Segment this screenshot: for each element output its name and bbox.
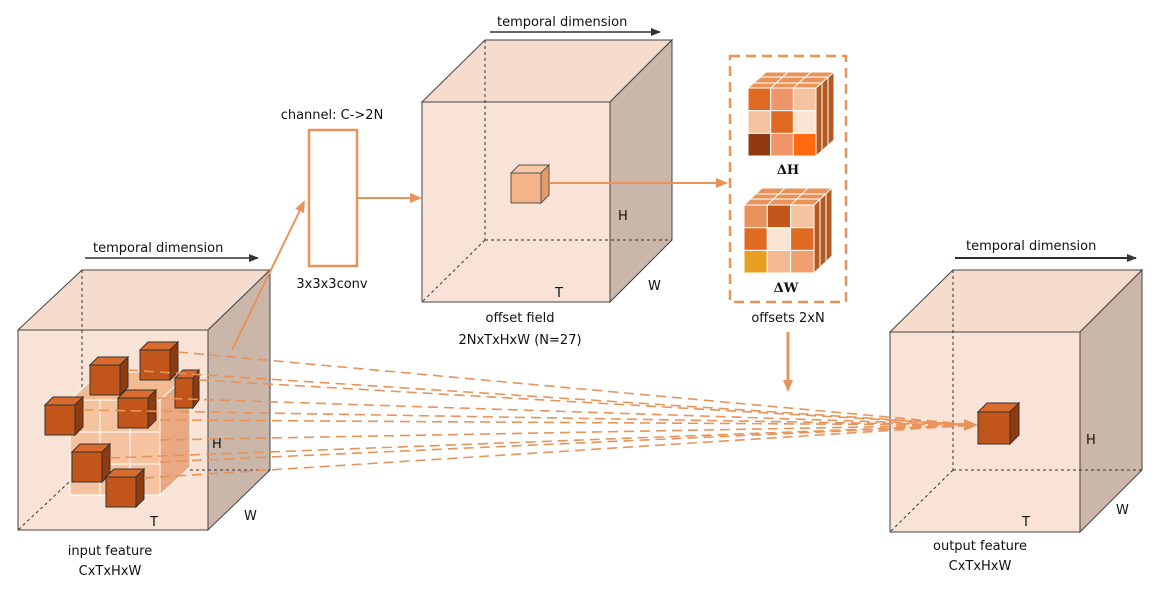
offsets-label: offsets 2xN <box>751 311 824 326</box>
offset-temporal-label: temporal dimension <box>497 15 627 30</box>
sampling-lines <box>82 351 976 479</box>
output-feature-label: output feature <box>933 539 1027 554</box>
output-cube <box>976 401 1021 446</box>
offset-h-label: H <box>618 209 628 224</box>
output-temporal-label: temporal dimension <box>966 239 1096 254</box>
conv-channel-label: channel: C->2N <box>281 108 384 123</box>
conv-box <box>307 128 359 268</box>
delta-w-label: ΔW <box>774 281 799 296</box>
input-w-label: W <box>244 509 257 524</box>
sample-cube-5 <box>70 442 112 484</box>
input-to-conv-arrow <box>231 200 305 351</box>
delta-w-cube <box>742 186 834 275</box>
sample-cube-4 <box>116 388 158 430</box>
sample-cube-6 <box>104 467 146 509</box>
input-sampled-cubes <box>43 340 200 509</box>
sample-cube-1 <box>138 340 180 382</box>
offset-w-label: W <box>648 279 661 294</box>
offset-field-small-cube <box>509 163 551 205</box>
offset-field-shape: 2NxTxHxW (N=27) <box>458 333 581 348</box>
output-feature-shape: CxTxHxW <box>949 559 1012 574</box>
output-w-label: W <box>1116 503 1129 518</box>
delta-h-cube <box>746 70 836 158</box>
conv-kernel-label: 3x3x3conv <box>296 277 368 292</box>
output-h-label: H <box>1086 433 1096 448</box>
delta-h-label: ΔH <box>777 163 799 178</box>
output-t-label: T <box>1021 515 1030 530</box>
offset-field-label: offset field <box>486 311 555 326</box>
input-feature-shape: CxTxHxW <box>79 564 142 579</box>
input-feature-label: input feature <box>68 544 153 559</box>
offset-t-label: T <box>554 286 563 301</box>
sampling-arrowhead <box>964 419 978 431</box>
output-feature-cube <box>888 268 1144 534</box>
sample-cube-3 <box>43 395 85 437</box>
input-h-label: H <box>212 437 222 452</box>
offsets-box <box>728 54 848 304</box>
sample-cube-2 <box>88 355 130 397</box>
input-t-label: T <box>149 515 158 530</box>
sample-cube-7 <box>173 368 200 410</box>
input-temporal-label: temporal dimension <box>93 241 223 256</box>
